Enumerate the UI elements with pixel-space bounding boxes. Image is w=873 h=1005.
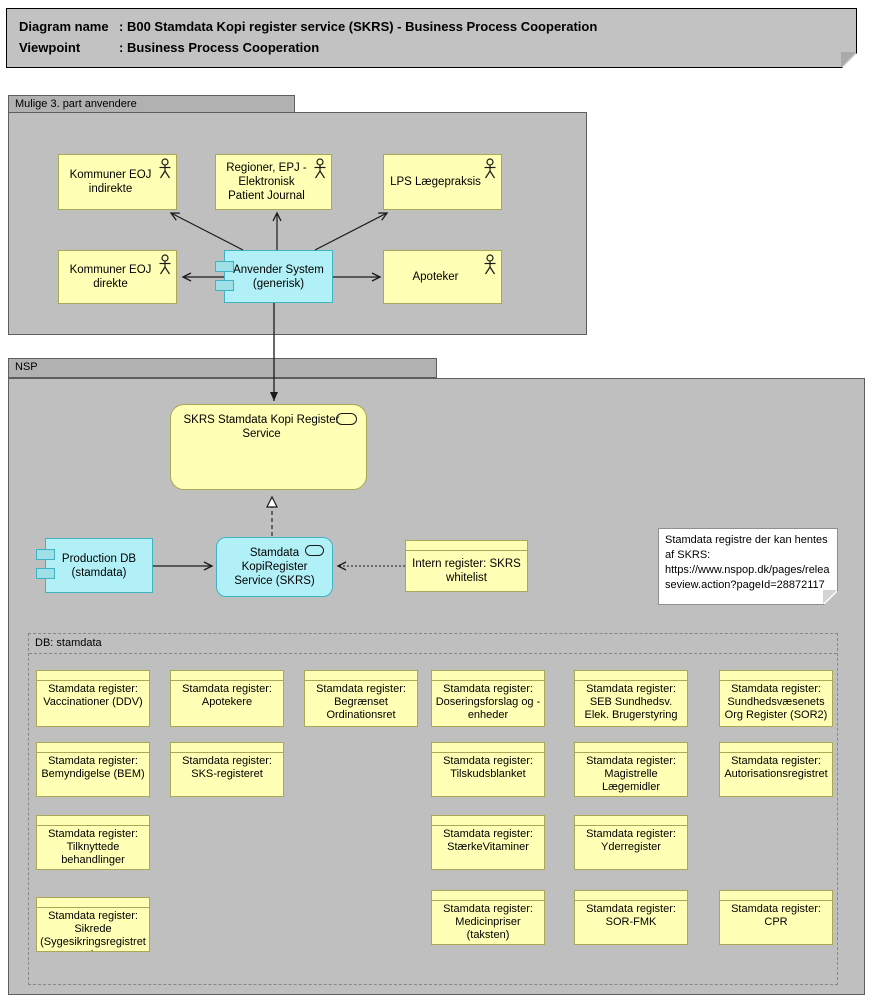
actor-kommuner-eoj-direkte[interactable]: Kommuner EOJ direkte: [58, 250, 177, 304]
register-name: SEB Sundhedsv. Elek. Brugerstyring: [584, 696, 678, 721]
folded-corner-icon: [841, 52, 856, 67]
register-name: SOR-FMK: [605, 916, 657, 928]
register-name: Begrænset Ordinationsret: [326, 696, 396, 721]
object-title-strip: [575, 816, 687, 826]
object-title-strip: [406, 541, 527, 551]
register-vaccinationer[interactable]: Stamdata register:Vaccinationer (DDV): [36, 670, 150, 727]
register-name: Autorisationsregistret: [724, 768, 828, 780]
register-sikrede[interactable]: Stamdata register:Sikrede (Sygesikringsr…: [36, 897, 150, 952]
register-name: CPR: [764, 916, 788, 928]
register-tilskudsblanket[interactable]: Stamdata register:Tilskudsblanket: [431, 742, 545, 797]
actor-label: Kommuner EOJ direkte: [69, 264, 152, 290]
actor-label: Apoteker: [412, 271, 459, 283]
object-label: Intern register: SKRS whitelist: [412, 558, 521, 584]
object-title-strip: [171, 743, 283, 753]
object-title-strip: [432, 671, 544, 681]
title-line-1: Diagram name: B00 Stamdata Kopi register…: [19, 19, 598, 34]
component-icon: [36, 568, 55, 579]
register-name: Tilknyttede behandlinger: [61, 841, 125, 866]
register-sor2[interactable]: Stamdata register:Sundhedsvæsenets Org R…: [719, 670, 833, 727]
group-label-nsp: NSP: [15, 361, 38, 373]
register-apotekere[interactable]: Stamdata register:Apotekere: [170, 670, 284, 727]
group-tab-third-party[interactable]: Mulige 3. part anvendere: [8, 95, 295, 113]
component-production-db[interactable]: Production DB (stamdata): [36, 538, 153, 593]
object-title-strip: [432, 816, 544, 826]
register-name: Yderregister: [601, 841, 661, 853]
object-title-strip: [37, 743, 149, 753]
component-label: Anvender System (generisk): [233, 263, 324, 290]
service-label: Stamdata KopiRegister Service (SKRS): [234, 547, 315, 587]
object-title-strip: [575, 671, 687, 681]
actor-kommuner-eoj-indirekte[interactable]: Kommuner EOJ indirekte: [58, 154, 177, 210]
register-name: SKS-registeret: [191, 768, 263, 780]
register-begraenset-ordinationsret[interactable]: Stamdata register:Begrænset Ordinationsr…: [304, 670, 418, 727]
register-cpr[interactable]: Stamdata register:CPR: [719, 890, 833, 945]
actor-label: LPS Lægepraksis: [390, 176, 481, 188]
business-actor-icon: [159, 158, 171, 179]
service-icon: [305, 545, 324, 556]
business-actor-icon: [484, 158, 496, 179]
object-title-strip: [305, 671, 417, 681]
group-db-stamdata[interactable]: DB: stamdata: [28, 633, 838, 985]
register-bemyndigelse[interactable]: Stamdata register:Bemyndigelse (BEM): [36, 742, 150, 797]
register-name: Bemyndigelse (BEM): [41, 768, 145, 780]
service-icon: [336, 413, 357, 425]
service-skrs-register-service[interactable]: SKRS Stamdata Kopi Register Service: [170, 404, 367, 490]
component-label: Production DB (stamdata): [61, 552, 137, 579]
register-staerkevitaminer[interactable]: Stamdata register:StærkeVitaminer: [431, 815, 545, 870]
register-autorisationsregistret[interactable]: Stamdata register:Autorisationsregistret: [719, 742, 833, 797]
component-icon: [215, 261, 234, 272]
register-seb-brugerstyring[interactable]: Stamdata register:SEB Sundhedsv. Elek. B…: [574, 670, 688, 727]
register-tilknyttede-behandlinger[interactable]: Stamdata register:Tilknyttede behandling…: [36, 815, 150, 870]
object-title-strip: [171, 671, 283, 681]
register-name: Tilskudsblanket: [450, 768, 526, 780]
actor-label: Kommuner EOJ indirekte: [69, 169, 152, 195]
actor-apoteker[interactable]: Apoteker: [383, 250, 502, 304]
register-name: StærkeVitaminer: [447, 841, 529, 853]
component-anvender-system[interactable]: Anvender System (generisk): [215, 250, 333, 303]
component-icon: [215, 280, 234, 291]
register-magistrelle-laegemidler[interactable]: Stamdata register:Magistrelle Lægemidler: [574, 742, 688, 797]
note-stamdata-registre[interactable]: Stamdata registre der kan hentes af SKRS…: [658, 528, 838, 605]
business-actor-icon: [314, 158, 326, 179]
register-name: Sikrede (Sygesikringsregistret): [40, 923, 146, 951]
object-title-strip: [432, 891, 544, 901]
register-name: Doseringsforslag og -enheder: [435, 696, 541, 721]
actor-regioner-epj[interactable]: Regioner, EPJ - Elektronisk Patient Jour…: [215, 154, 332, 210]
object-title-strip: [432, 743, 544, 753]
register-doseringsforslag[interactable]: Stamdata register:Doseringsforslag og -e…: [431, 670, 545, 727]
register-medicinpriser[interactable]: Stamdata register:Medicinpriser (taksten…: [431, 890, 545, 945]
object-skrs-whitelist[interactable]: Intern register: SKRS whitelist: [405, 540, 528, 592]
service-label: SKRS Stamdata Kopi Register Service: [183, 414, 340, 440]
group-tab-nsp[interactable]: NSP: [8, 358, 437, 378]
component-icon: [36, 549, 55, 560]
register-name: Sundhedsvæsenets Org Register (SOR2): [724, 696, 828, 721]
diagram-title-note[interactable]: Diagram name: B00 Stamdata Kopi register…: [6, 8, 857, 68]
register-sks-registeret[interactable]: Stamdata register:SKS-registeret: [170, 742, 284, 797]
object-title-strip: [720, 671, 832, 681]
actor-lps-laegepraksis[interactable]: LPS Lægepraksis: [383, 154, 502, 210]
object-title-strip: [575, 743, 687, 753]
register-name: Vaccinationer (DDV): [43, 696, 143, 708]
register-yderregister[interactable]: Stamdata register:Yderregister: [574, 815, 688, 870]
register-name: Apotekere: [201, 696, 253, 708]
object-title-strip: [37, 816, 149, 826]
object-title-strip: [37, 898, 149, 908]
group-label-third-party: Mulige 3. part anvendere: [15, 98, 137, 110]
object-title-strip: [37, 671, 149, 681]
business-actor-icon: [484, 254, 496, 275]
actor-label: Regioner, EPJ - Elektronisk Patient Jour…: [226, 162, 307, 202]
note-text: Stamdata registre der kan hentes af SKRS…: [665, 534, 830, 591]
register-name: Magistrelle Lægemidler: [601, 768, 661, 793]
object-title-strip: [720, 743, 832, 753]
register-name: Medicinpriser (taksten): [455, 916, 521, 941]
group-label-db-stamdata: DB: stamdata: [29, 634, 837, 654]
register-sor-fmk[interactable]: Stamdata register:SOR-FMK: [574, 890, 688, 945]
object-title-strip: [575, 891, 687, 901]
service-stamdata-kopiregister[interactable]: Stamdata KopiRegister Service (SKRS): [216, 537, 333, 597]
object-title-strip: [720, 891, 832, 901]
title-line-2: Viewpoint: Business Process Cooperation: [19, 40, 320, 55]
business-actor-icon: [159, 254, 171, 275]
